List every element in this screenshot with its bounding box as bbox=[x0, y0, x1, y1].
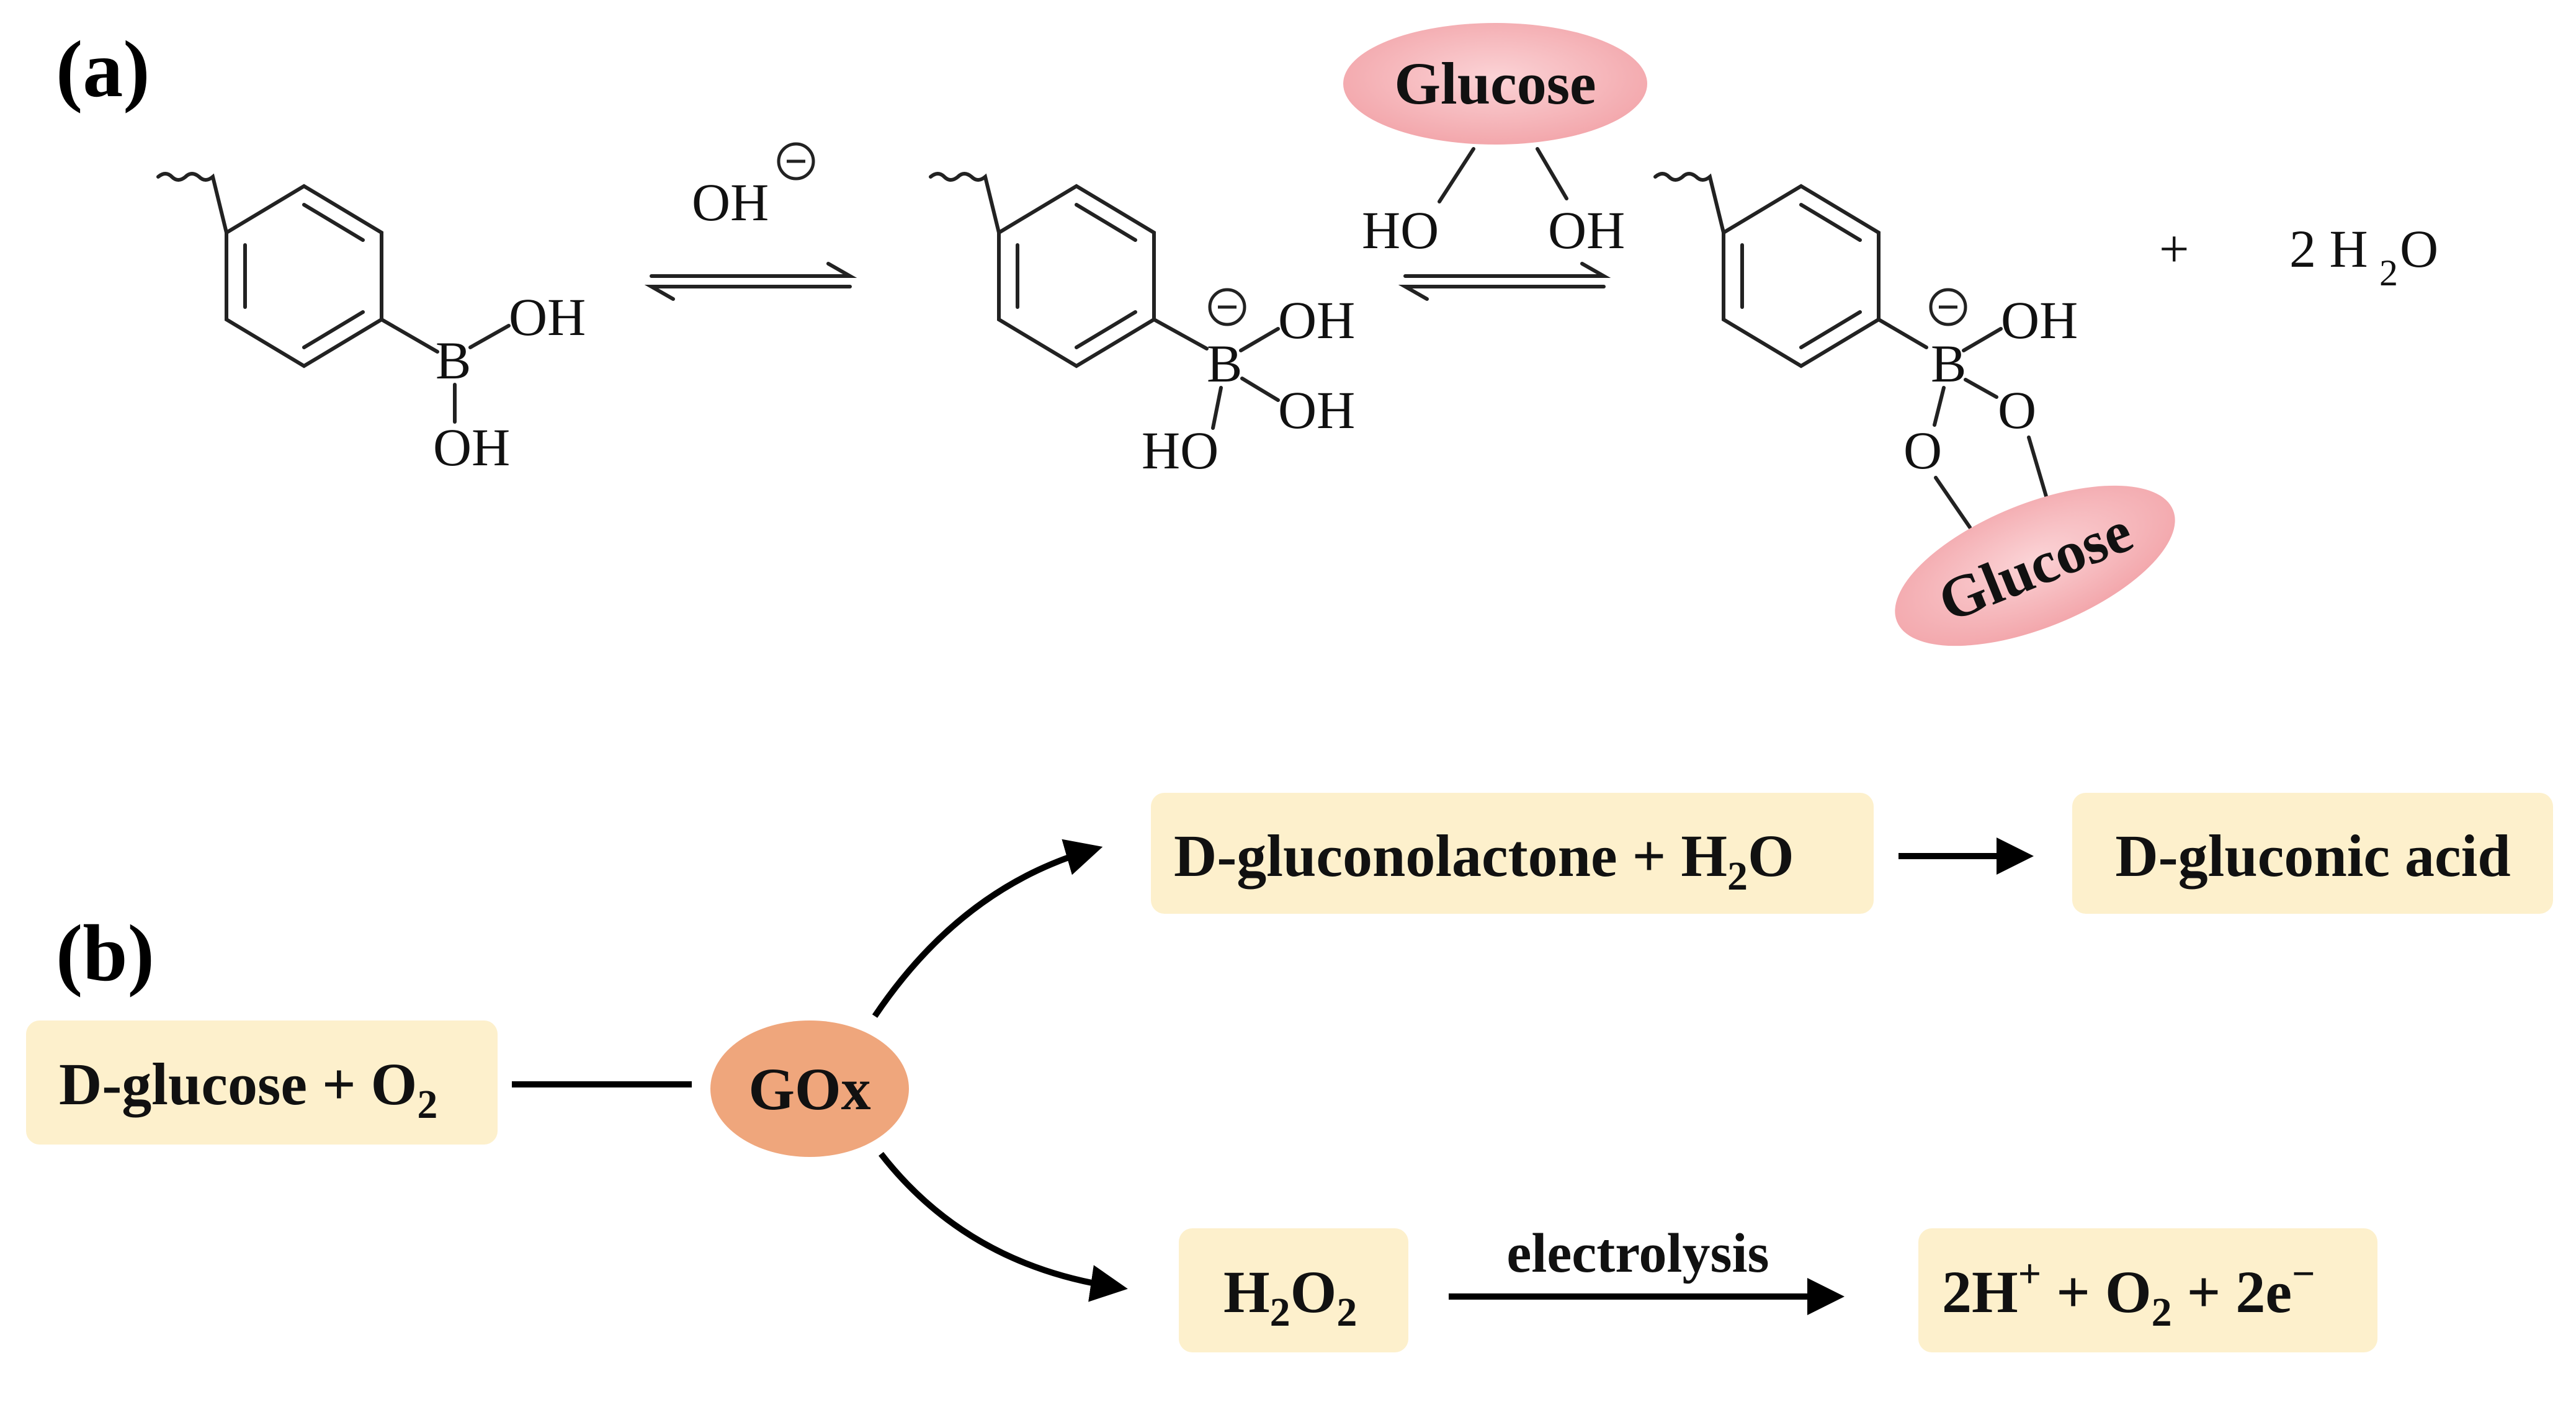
peroxide-box-bg bbox=[1179, 1228, 1408, 1352]
reverse-arrow bbox=[644, 285, 852, 301]
gox-enzyme: GOx bbox=[710, 1020, 909, 1157]
peroxide-box: H2O2 bbox=[1179, 1228, 1408, 1352]
glucose-blob bbox=[1895, 485, 2175, 646]
hydroxide-equilibrium: OH bbox=[644, 142, 857, 301]
glucose-label: Glucose bbox=[1394, 50, 1596, 117]
phenylboronic-acid: B OH OH bbox=[156, 172, 586, 477]
ho-group: HO bbox=[1362, 200, 1439, 260]
benzene-ring bbox=[1722, 184, 1881, 368]
gluconic-acid-box-bg bbox=[2072, 793, 2553, 914]
boron-atom: B bbox=[1931, 334, 1966, 393]
glucose-blob bbox=[1343, 23, 1647, 145]
gluconic-acid-box: D-gluconic acid bbox=[2072, 793, 2553, 914]
oh-group: OH bbox=[1278, 290, 1355, 350]
gluconolactone-box-bg bbox=[1151, 793, 1874, 914]
boron-atom: B bbox=[436, 331, 471, 390]
reverse-arrow bbox=[1398, 285, 1606, 301]
oh-group: OH bbox=[1278, 380, 1355, 440]
gluconolactone-label: D-gluconolactone + H2O bbox=[1174, 823, 1794, 899]
upper-pathway-arrow bbox=[872, 839, 1103, 1018]
ring-oxygen: O bbox=[1998, 380, 2036, 440]
negative-charge-icon bbox=[1208, 288, 1246, 326]
electrolysis-label: electrolysis bbox=[1506, 1223, 1769, 1284]
negative-charge-icon bbox=[777, 142, 815, 181]
electrolysis-products-box: 2H+ + O2 + 2e− bbox=[1918, 1228, 2377, 1352]
ho-group: HO bbox=[1142, 421, 1219, 480]
benzene-ring bbox=[997, 184, 1156, 368]
products-box-bg bbox=[1918, 1228, 2377, 1352]
oh-group: OH bbox=[2001, 290, 2078, 350]
wavy-bond bbox=[156, 172, 228, 234]
peroxide-label: H2O2 bbox=[1223, 1259, 1357, 1335]
oh-group: OH bbox=[433, 417, 510, 477]
plus-sign: + bbox=[2159, 219, 2189, 279]
start-box bbox=[26, 1020, 498, 1145]
panel-label-a: (a) bbox=[56, 25, 150, 114]
boron-atom: B bbox=[1207, 334, 1242, 393]
oh-group: OH bbox=[1548, 200, 1625, 260]
benzene-ring bbox=[225, 184, 383, 368]
gluconic-acid-label: D-gluconic acid bbox=[2115, 823, 2510, 889]
gox-label: GOx bbox=[748, 1056, 870, 1122]
wavy-bond bbox=[929, 172, 1001, 234]
forward-arrow bbox=[650, 262, 857, 278]
lower-pathway-arrow bbox=[879, 1151, 1128, 1302]
boronate-glucose-ester: B OH O O Glucose bbox=[1653, 172, 2175, 646]
start-reactants: D-glucose + O2 bbox=[26, 1020, 498, 1145]
start-label: D-glucose + O2 bbox=[59, 1051, 437, 1127]
water-subscript: 2 bbox=[2379, 252, 2398, 293]
forward-arrow bbox=[1403, 262, 1611, 278]
ring-oxygen: O bbox=[1903, 421, 1942, 480]
wavy-bond bbox=[1653, 172, 1725, 234]
hydroxide-label: OH bbox=[692, 172, 769, 232]
boronate-anion: B OH OH HO bbox=[929, 172, 1355, 480]
gluconolactone-box: D-gluconolactone + H2O bbox=[1151, 793, 1874, 914]
water-coefficient: 2 H bbox=[2289, 219, 2368, 279]
glucose-equilibrium: Glucose HO OH bbox=[1343, 23, 1647, 301]
negative-charge-icon bbox=[1929, 288, 1967, 326]
water-oxygen: O bbox=[2400, 219, 2438, 279]
electrolysis-products-label: 2H+ + O2 + 2e− bbox=[1942, 1251, 2315, 1335]
water-byproduct: + 2 H 2 O bbox=[2159, 219, 2438, 293]
gox-node bbox=[710, 1020, 909, 1157]
panel-label-b: (b) bbox=[56, 909, 154, 998]
oh-group: OH bbox=[509, 287, 586, 347]
